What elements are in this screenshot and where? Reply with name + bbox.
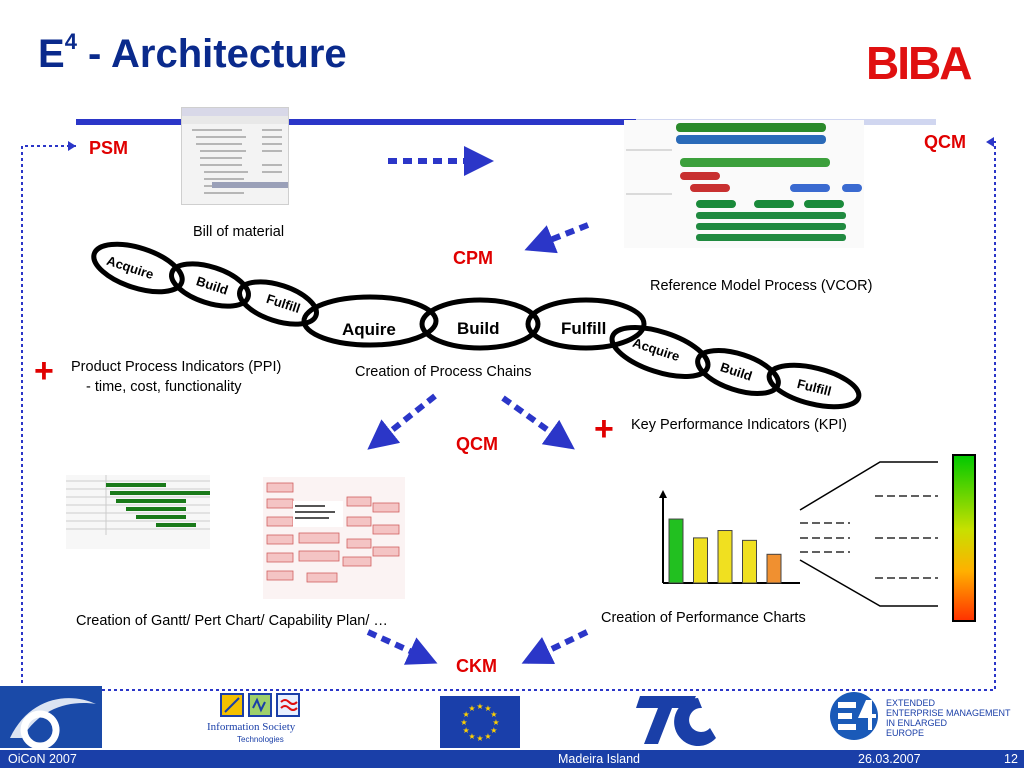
ckm-label: CKM [456,656,497,676]
chain-center-label-fulfill: Fulfill [561,319,607,338]
development-process-thumbnail [263,477,405,599]
kpi-plus-icon: + [594,410,614,448]
eu-flag-logo: ★★★★★★★★★★★★ [440,696,520,748]
fp6-logo [0,686,102,750]
qcm-mid-label: QCM [456,434,498,454]
page-title: E4 - Architecture [38,28,347,76]
chain-center-ring-2 [419,297,541,351]
chain-right-ring-2 [695,348,781,396]
kpi-caption: Key Performance Indicators (KPI) [631,417,847,433]
arrow-perf-to-ckm [521,629,589,665]
e4-logo: EXTENDED ENTERPRISE MANAGEMENT IN ENLARG… [828,688,1018,748]
loop-arrow-right [986,137,994,147]
chain-center-ring-1 [301,294,439,348]
eu-star-icon: ★ [484,732,491,741]
biba-logo: BIBA [866,37,972,89]
ppi-caption-line2: - time, cost, functionality [86,379,242,395]
process-chains-caption: Creation of Process Chains [355,364,532,380]
footer-page-number: 12 [1004,752,1018,766]
chain-left-ring-3 [237,279,319,327]
bill-of-material-caption: Bill of material [193,224,285,240]
gantt-caption: Creation of Gantt/ Pert Chart/ Capabilit… [76,613,388,629]
arrow-ref-to-cpm [524,222,590,254]
performance-bar-3 [717,530,733,584]
eu-star-icon: ★ [492,718,499,727]
gantt-chart-thumbnail [66,475,210,549]
bill-of-material-thumbnail [181,107,289,205]
chain-right-ring-3 [766,362,862,410]
reference-model-caption: Reference Model Process (VCOR) [650,278,873,294]
kpi-gradient-bar [952,454,976,622]
footer-location: Madeira Island [558,752,640,766]
eu-star-icon: ★ [468,704,475,713]
eu-star-icon: ★ [476,702,483,711]
eu-star-icon: ★ [463,710,470,719]
tc-logo [636,690,720,748]
vcor-model-thumbnail [624,120,864,248]
arrow-chain-to-perf [501,395,575,450]
performance-bar-1 [668,518,684,584]
performance-charts-caption: Creation of Performance Charts [601,610,806,626]
chain-center-ring-3 [525,297,647,351]
eu-star-icon: ★ [468,732,475,741]
psm-label: PSM [89,138,129,158]
perf-y-arrow [659,490,667,498]
chain-left-ring-1 [91,241,185,295]
eu-star-icon: ★ [463,726,470,735]
arrow-gantt-to-ckm [366,629,438,665]
eu-star-icon: ★ [490,710,497,719]
eu-star-icon: ★ [476,734,483,743]
loop-arrow-left [68,141,76,151]
cpm-label: CPM [453,248,493,268]
arrow-chain-to-gantt [367,393,437,450]
eu-star-icon: ★ [484,704,491,713]
eu-star-icon: ★ [490,726,497,735]
ppi-caption-line1: Product Process Indicators (PPI) [71,359,282,375]
loop-line [21,141,996,691]
performance-bar-2 [693,537,708,584]
ppi-plus-icon: + [34,352,54,390]
chain-center-label-build: Build [457,319,500,338]
performance-bar-4 [742,539,757,584]
funnel-top [799,461,938,511]
qcm-top-label: QCM [924,132,966,152]
chain-left-ring-2 [169,261,251,309]
chain-right-ring-1 [609,324,711,380]
eu-star-icon: ★ [460,718,467,727]
header-bar [76,119,636,125]
chain-center-label-aquire: Aquire [342,320,396,339]
funnel-bottom [799,559,938,607]
footer-date: 26.03.2007 [858,752,921,766]
performance-bar-5 [766,553,782,584]
footer-conference: OiCoN 2007 [8,752,77,766]
performance-bars [668,518,782,584]
footer-bar: OiCoN 2007 Madeira Island 26.03.2007 12 [0,750,1024,768]
information-society-logo: Information Society Technologies [207,692,317,748]
